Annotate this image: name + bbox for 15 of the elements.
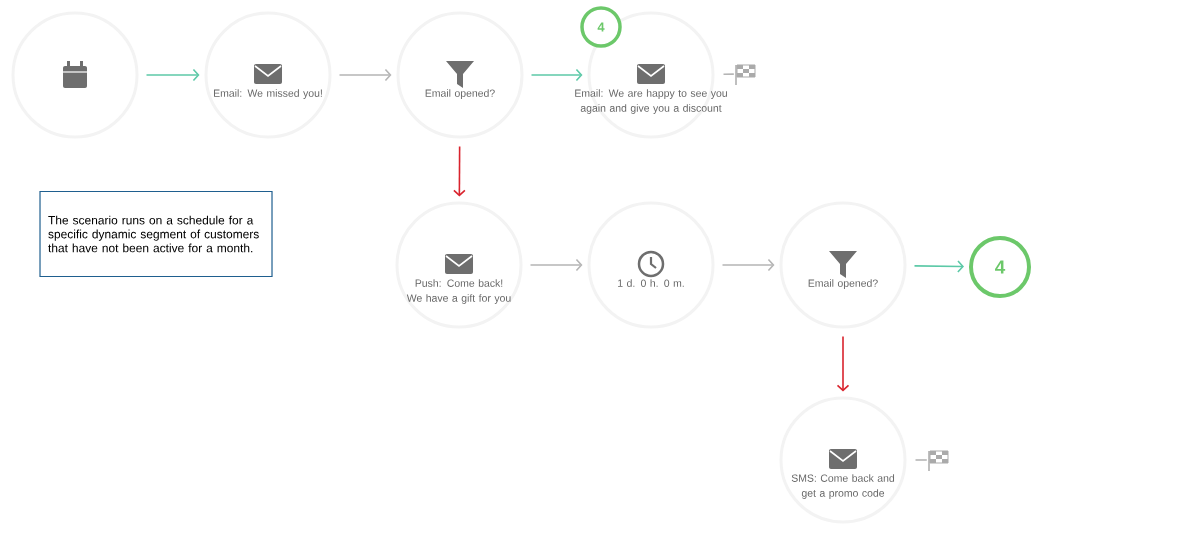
arrow <box>913 260 964 273</box>
arrow <box>721 258 775 272</box>
arrow <box>338 68 392 82</box>
flag-icon <box>735 64 756 86</box>
connector-line <box>914 459 928 461</box>
number-badge: 4 <box>969 236 1031 298</box>
arrow <box>453 145 466 197</box>
arrow <box>530 68 583 82</box>
note-box: The scenario runs on a schedule for a specific dynamic segment of customers that have not been active for a month. <box>39 190 273 278</box>
arrow <box>836 335 850 392</box>
arrow <box>529 258 583 272</box>
flag-icon <box>928 450 949 472</box>
number-badge: 4 <box>580 6 622 48</box>
connector-line <box>722 73 735 76</box>
arrow <box>145 68 200 82</box>
